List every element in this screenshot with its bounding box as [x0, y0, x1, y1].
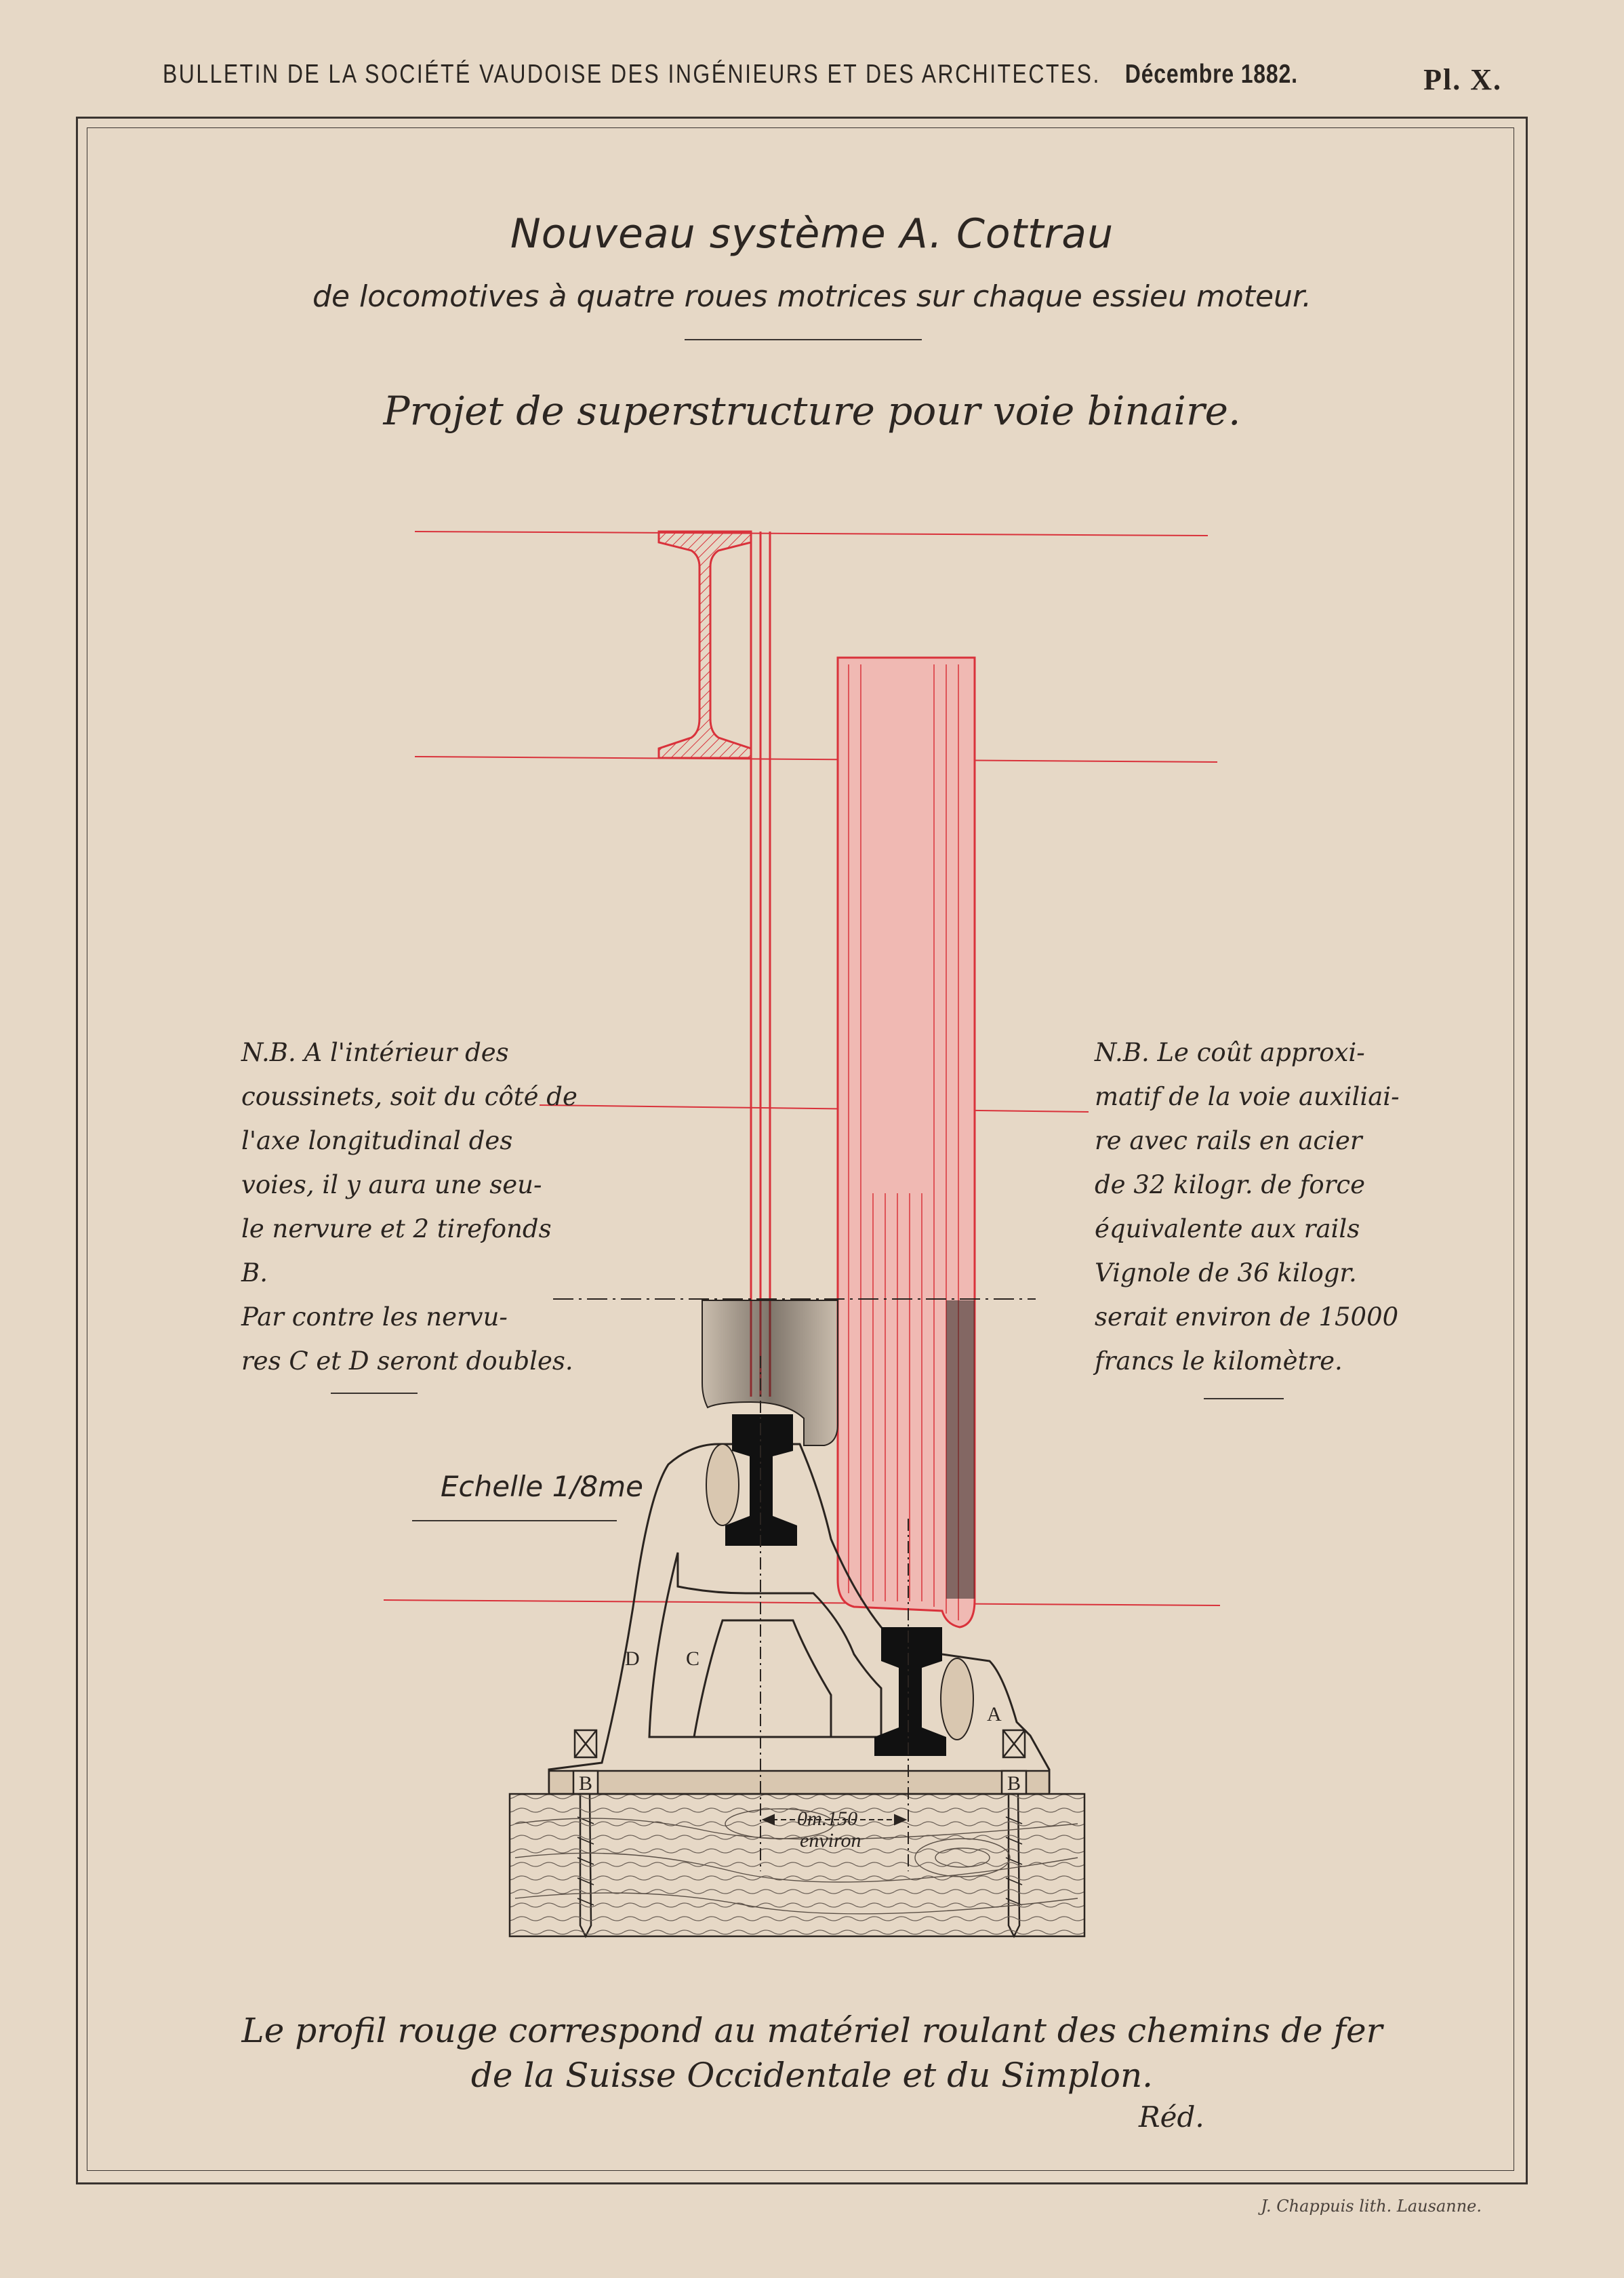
scale-label: Echelle 1/8me	[441, 1470, 643, 1503]
title-divider	[685, 339, 922, 340]
note-right-line: francs le kilomètre.	[1095, 1346, 1343, 1376]
red-line-middle	[539, 1104, 1089, 1113]
rail-lower	[874, 1627, 946, 1756]
note-right-line: de 32 kilogr. de force	[1095, 1170, 1365, 1199]
note-left-line: coussinets, soit du côté de	[241, 1082, 577, 1111]
red-line-top	[414, 531, 1209, 536]
wooden-sleeper	[508, 1793, 1086, 1938]
red-line-lower	[383, 1599, 1221, 1606]
bulletin-title: BULLETIN DE LA SOCIÉTÉ VAUDOISE DES INGÉ…	[163, 60, 1101, 89]
bulletin-header: BULLETIN DE LA SOCIÉTÉ VAUDOISE DES INGÉ…	[163, 60, 1298, 89]
note-left-line: le nervure et 2 tirefonds	[241, 1214, 552, 1243]
note-left-line: voies, il y aura une seu-	[241, 1170, 542, 1199]
red-i-beam	[657, 530, 752, 759]
note-right: N.B. Le coût approxi- matif de la voie a…	[1095, 1031, 1400, 1383]
bulletin-date: Décembre 1882.	[1124, 60, 1298, 89]
note-left-line: Par contre les nervu-	[241, 1302, 508, 1332]
note-right-line: équivalente aux rails	[1095, 1214, 1360, 1243]
label-a: A	[987, 1703, 1002, 1725]
red-rod	[750, 532, 771, 1397]
note-left: N.B. A l'intérieur des coussinets, soit …	[241, 1031, 577, 1383]
label-c: C	[686, 1647, 699, 1670]
note-left-divider	[331, 1393, 418, 1394]
caption-line-1: Le profil rouge correspond au matériel r…	[241, 2011, 1383, 2050]
plate-number: Pl. X.	[1423, 63, 1502, 96]
upper-wheel	[702, 1300, 975, 1599]
label-b-right: B	[1007, 1772, 1021, 1795]
red-line-upper	[414, 756, 1218, 763]
note-right-divider	[1204, 1398, 1284, 1399]
note-right-line: re avec rails en acier	[1095, 1126, 1362, 1155]
editor-signature: Réd.	[1139, 2100, 1204, 2134]
label-d: D	[625, 1647, 640, 1670]
note-left-line: B.	[241, 1258, 268, 1287]
main-title: Nouveau système A. Cottrau	[510, 210, 1114, 258]
note-right-line: N.B. Le coût approxi-	[1095, 1038, 1365, 1067]
scale-underline	[412, 1520, 617, 1521]
dimension-label: 0m.150	[797, 1807, 857, 1830]
note-left-line: N.B. A l'intérieur des	[241, 1038, 509, 1067]
red-reference-lines	[383, 531, 1221, 1606]
note-right-line: Vignole de 36 kilogr.	[1095, 1258, 1357, 1287]
wood-keys	[706, 1443, 974, 1740]
outer-frame	[76, 117, 1528, 2184]
dimension-arrow	[761, 1814, 908, 1826]
label-b-left: B	[579, 1772, 592, 1795]
note-right-line: serait environ de 15000	[1095, 1302, 1399, 1332]
note-right-line: matif de la voie auxiliai-	[1095, 1082, 1400, 1111]
caption-line-2: de la Suisse Occidentale et du Simplon.	[470, 2056, 1154, 2095]
sub-title: de locomotives à quatre roues motrices s…	[312, 279, 1312, 314]
printer-credit: J. Chappuis lith. Lausanne.	[1261, 2197, 1482, 2216]
inner-frame	[87, 127, 1514, 2171]
project-title: Projet de superstructure pour voie binai…	[383, 388, 1241, 434]
note-left-line: res C et D seront doubles.	[241, 1346, 573, 1376]
base-plate	[548, 1770, 1051, 1795]
note-left-line: l'axe longitudinal des	[241, 1126, 513, 1155]
dimension-note: environ	[800, 1829, 861, 1852]
